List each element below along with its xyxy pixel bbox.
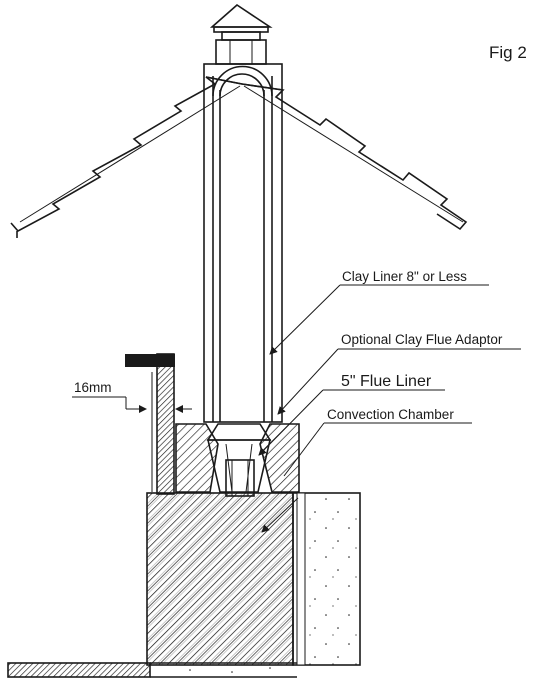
label-gap-16mm: 16mm — [74, 380, 112, 395]
flue-adaptor-collar — [175, 423, 300, 493]
chimney-cowl — [209, 3, 273, 65]
label-clay-flue-adaptor: Optional Clay Flue Adaptor — [341, 332, 503, 347]
hearth-block — [146, 492, 294, 666]
steel-bracket — [125, 353, 175, 495]
figure-label: Fig 2 — [489, 43, 527, 62]
leader-lines — [72, 284, 521, 533]
clay-liner-stack — [203, 63, 283, 423]
label-convection-chamber: Convection Chamber — [327, 407, 454, 422]
clay-flue-adaptor — [206, 423, 272, 493]
label-clay-liner: Clay Liner 8" or Less — [342, 269, 467, 284]
concrete-wall — [292, 492, 361, 666]
roof-tiles — [10, 76, 468, 238]
floor-strip — [7, 662, 297, 678]
label-flue-liner: 5" Flue Liner — [341, 373, 432, 390]
